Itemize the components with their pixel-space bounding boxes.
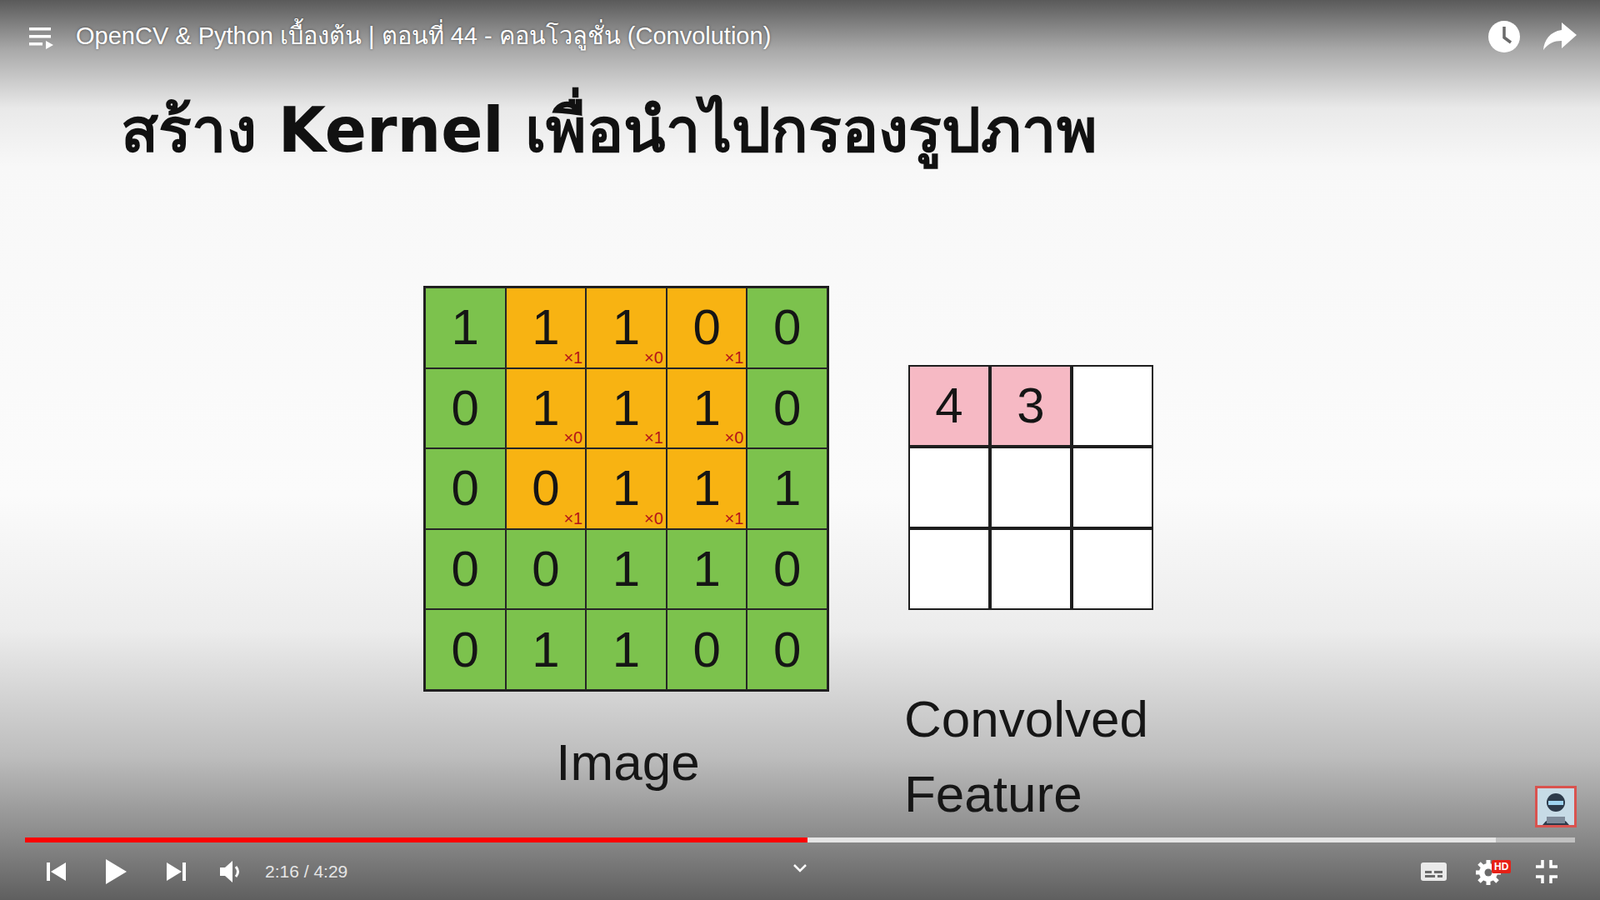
matrix-cell: 0 ×1 (666, 287, 748, 369)
cell-value: 0 (451, 459, 480, 518)
kernel-weight: ×1 (644, 428, 664, 447)
feature-map-grid: Convolved Feature43 (908, 365, 1154, 610)
matrix-cell: 0×1 (505, 448, 587, 530)
matrix-cell: 0 (425, 609, 506, 690)
cell-value: 0 (692, 620, 720, 680)
matrix-cell: 0 (425, 529, 506, 610)
matrix-cell: 0 (746, 609, 828, 690)
watch-later-icon (1488, 20, 1520, 53)
channel-avatar (1535, 785, 1577, 828)
matrix-cell: 1×0 (505, 368, 587, 450)
image-grid: Image11×11×00×1001×01×11×0000×11×01×1100… (423, 285, 830, 692)
matrix-cell: 0 (505, 529, 587, 610)
matrix-cell: 0 (666, 609, 748, 690)
cell-value: 0 (773, 620, 801, 680)
matrix-cell: 1 (585, 529, 667, 610)
empty-cell (1071, 528, 1154, 610)
matrix-cell: 1×1 (585, 368, 667, 450)
grid-heading: Image (425, 729, 831, 796)
cell-value: 1 (531, 620, 560, 680)
cell-value: 3 (1016, 376, 1045, 435)
cell-value: 1 (612, 298, 640, 357)
cell-value: 1 (692, 459, 720, 518)
kernel-weight: ×1 (563, 509, 583, 528)
matrix-cell: 4 (908, 365, 990, 447)
matrix-cell: 1 (585, 609, 667, 690)
empty-cell (990, 528, 1072, 610)
cell-value: 1 (531, 379, 560, 438)
cell-value: 1 (531, 298, 560, 357)
progress-played (25, 837, 808, 843)
kernel-weight: ×0 (563, 428, 583, 447)
kernel-weight: ×1 (725, 348, 745, 367)
hd-badge: HD (1491, 860, 1511, 874)
cell-value: 1 (773, 459, 801, 518)
matrix-cell: 1 (425, 287, 506, 369)
matrix-cell: 3 (990, 365, 1072, 447)
previous-icon (46, 862, 66, 881)
matrix-cell: 1 ×0 (666, 368, 748, 450)
matrix-cell: 1 ×1 (666, 448, 748, 530)
kernel-weight: ×0 (725, 428, 745, 447)
empty-cell (1071, 365, 1154, 447)
chevron-icon (794, 865, 806, 871)
cell-value: 0 (531, 540, 560, 599)
matrix-cell: 0 (746, 368, 828, 450)
matrix-cell: 1 (505, 609, 587, 690)
cell-value: 0 (773, 298, 801, 357)
cell-value: 0 (451, 620, 480, 680)
kernel-weight: ×1 (563, 348, 583, 367)
matrix-cell: 1×1 (505, 287, 587, 369)
play-icon (105, 859, 127, 885)
cell-value: 0 (773, 540, 801, 599)
cell-value: 1 (451, 298, 480, 357)
cell-value: 1 (612, 540, 640, 599)
cell-value: 1 (612, 459, 640, 518)
playlist-icon (29, 27, 54, 50)
progress-track (25, 837, 1575, 843)
cell-value: 0 (773, 379, 801, 438)
kernel-weight: ×0 (644, 509, 664, 528)
video-title: OpenCV & Python เบื้องต้น | ตอนที่ 44 - … (75, 19, 771, 53)
cell-value: 1 (692, 379, 720, 438)
matrix-cell: 1×0 (585, 287, 667, 369)
matrix-cell: 0 (425, 368, 506, 450)
slide-title: สร้าง Kernel เพื่อนำไปกรองรูปภาพ (120, 88, 1099, 172)
empty-cell (990, 446, 1072, 529)
time-display: 2:16 / 4:29 (265, 859, 348, 885)
empty-cell (1071, 446, 1154, 529)
cell-value: 0 (451, 540, 480, 599)
matrix-cell: 1×0 (585, 448, 667, 530)
cell-value: 0 (692, 298, 720, 357)
kernel-weight: ×0 (644, 348, 664, 367)
progress-buffer (25, 837, 1496, 843)
matrix-cell: 1 (746, 448, 828, 530)
matrix-cell: 0 (746, 287, 828, 369)
matrix-cell: 0 (425, 448, 506, 530)
share-icon (1543, 22, 1577, 50)
exit-fullscreen-icon (1535, 860, 1558, 884)
cell-value: 0 (531, 459, 560, 518)
volume-icon (220, 860, 239, 883)
cell-value: 0 (451, 379, 480, 438)
cell-value: 1 (612, 379, 640, 438)
matrix-cell: 0 (746, 529, 828, 610)
kernel-weight: ×1 (725, 509, 745, 528)
cell-value: 4 (935, 376, 963, 435)
empty-cell (908, 446, 990, 529)
cell-value: 1 (692, 540, 720, 599)
cell-value: 1 (612, 620, 640, 680)
grid-heading: Convolved Feature (904, 681, 1188, 832)
next-icon (166, 862, 186, 881)
subtitles-icon (1420, 862, 1447, 881)
empty-cell (908, 528, 990, 610)
matrix-cell: 1 (666, 529, 748, 610)
